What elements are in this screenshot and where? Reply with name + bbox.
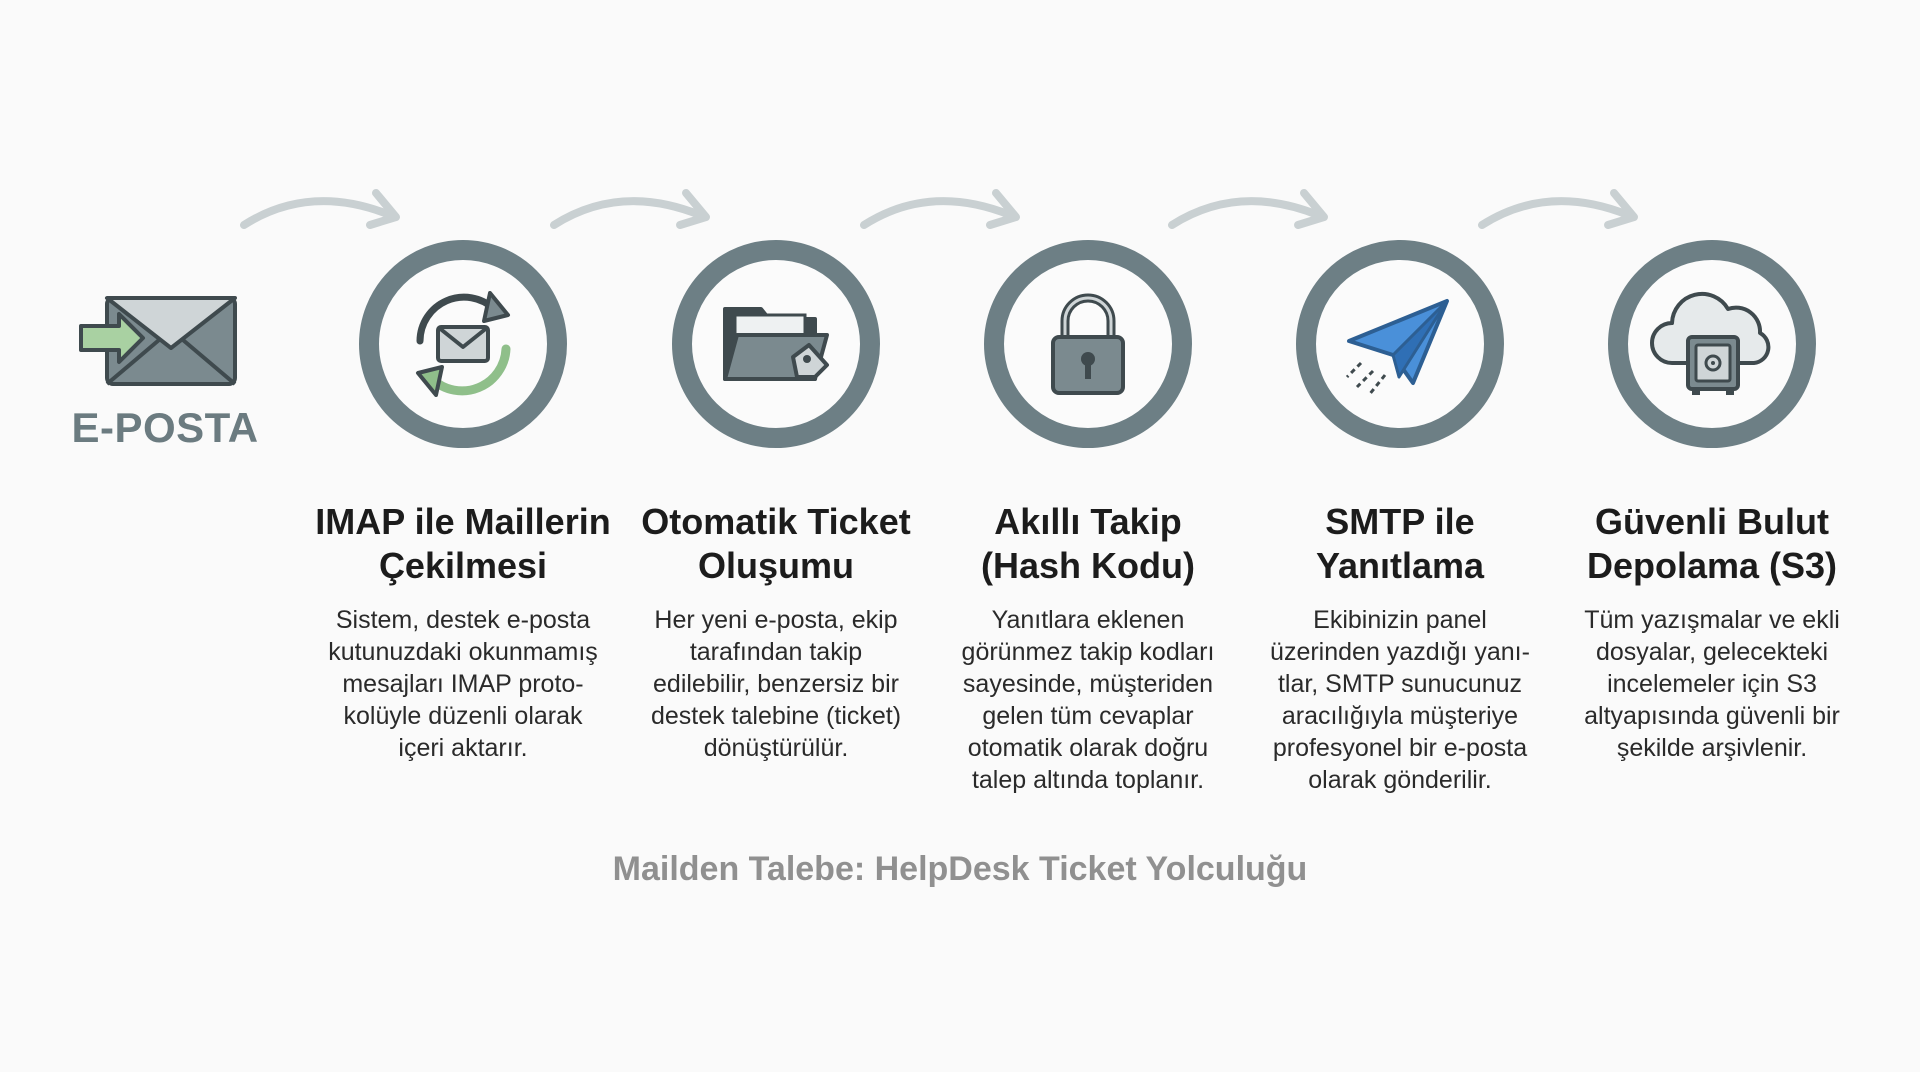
step-title: Otomatik Ticket Oluşumu [641,501,911,586]
email-source: E-POSTA [70,290,260,452]
step-imap-fetch: IMAP ile Maillerin Çekilmesi Sistem, des… [313,240,613,764]
step-title: Akıllı Takip (Hash Kodu) [981,501,1195,586]
envelope-arrow-icon [79,296,237,386]
flow-arrow-5 [1478,189,1638,229]
padlock-icon [1051,293,1125,395]
step-description: Tüm yazışmalar ve ekli dosyalar, gelecek… [1584,606,1840,762]
flow-arrow-2 [550,189,710,229]
step-ring [359,240,567,448]
diagram-caption: Mailden Talebe: HelpDesk Ticket Yolculuğ… [612,850,1308,888]
step-description: Ekibinizin panel üzerinden yazdığı yanı-… [1270,606,1530,794]
step-ring [672,240,880,448]
step-description: Yanıtlara eklenen görünmez takip kodları… [961,606,1215,794]
step-ring [984,240,1192,448]
source-label: E-POSTA [71,404,259,451]
step-ticket-creation: Otomatik Ticket Oluşumu Her yeni e-posta… [626,240,926,764]
step-title: IMAP ile Maillerin Çekilmesi [315,501,611,586]
step-ring [1608,240,1816,448]
flow-arrow-4 [1168,189,1328,229]
step-description: Her yeni e-posta, ekip tarafından takip … [650,606,902,762]
step-description: Sistem, destek e-posta kutunuzdaki okunm… [328,606,598,762]
paper-plane-icon [1345,299,1449,396]
step-smtp-reply: SMTP ile Yanıtlama Ekibinizin panel üzer… [1250,240,1550,796]
folder-tag-icon [723,307,829,381]
sync-envelope-icon [416,291,511,397]
cloud-safe-icon [1650,291,1771,395]
step-title: Güvenli Bulut Depolama (S3) [1586,501,1838,586]
step-title: SMTP ile Yanıtlama [1315,501,1485,586]
step-ring [1296,240,1504,448]
step-smart-tracking: Akıllı Takip (Hash Kodu) Yanıtlara eklen… [938,240,1238,796]
flow-arrow-1 [240,189,400,229]
flow-arrow-3 [860,189,1020,229]
step-cloud-storage: Güvenli Bulut Depolama (S3) Tüm yazışmal… [1562,240,1862,764]
